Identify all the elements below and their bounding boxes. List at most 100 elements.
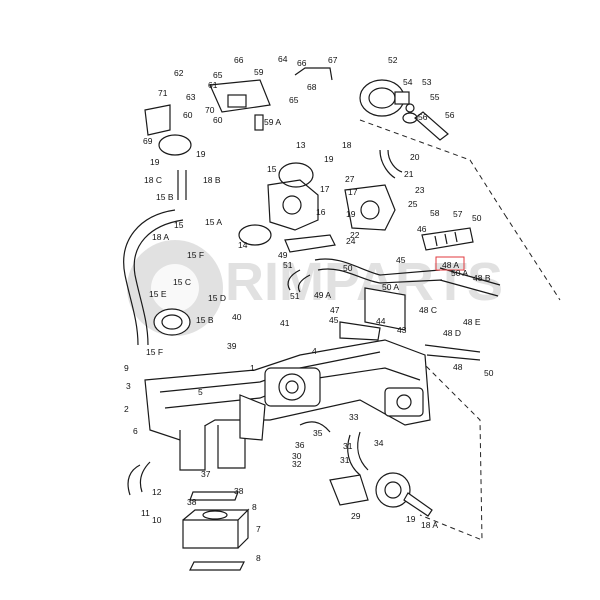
callout-31: 31	[340, 455, 350, 465]
callout-15: 15	[174, 220, 184, 230]
callout-48a: 48 A	[442, 260, 459, 270]
callout-15e: 15 E	[149, 289, 167, 299]
callout-19: 19	[196, 149, 206, 159]
callout-64: 64	[278, 54, 288, 64]
callout-51: 51	[283, 260, 293, 270]
callout-49: 49	[278, 250, 288, 260]
callout-50: 50	[472, 213, 482, 223]
callout-19: 19	[346, 209, 356, 219]
heat-exchanger	[182, 491, 250, 571]
callout-15: 15	[267, 164, 277, 174]
callout-20: 20	[410, 152, 420, 162]
callout-52: 52	[388, 55, 398, 65]
callout-54: 54	[403, 77, 413, 87]
upper-assembly	[209, 67, 403, 246]
dashed-route-right	[419, 359, 483, 541]
callout-60: 60	[183, 110, 193, 120]
callout-38: 38	[187, 497, 197, 507]
callout-15f: 15 F	[146, 347, 163, 357]
left-hoses	[123, 104, 192, 496]
callout-39: 39	[227, 341, 237, 351]
callout-16: 16	[316, 207, 326, 217]
callout-48b: 48 B	[473, 273, 491, 283]
callout-21: 21	[404, 169, 414, 179]
callout-29: 29	[351, 511, 361, 521]
callout-11: 11	[141, 508, 150, 518]
watermark: RIMPARTS	[127, 240, 503, 336]
callout-50: 50	[343, 263, 353, 273]
callout-63: 63	[186, 92, 196, 102]
callout-23: 23	[415, 185, 425, 195]
callout-61: 61	[208, 80, 218, 90]
callout-9: 9	[124, 363, 129, 373]
callout-65: 65	[213, 70, 223, 80]
callout-60: 60	[213, 115, 223, 125]
callout-15b: 15 B	[196, 315, 214, 325]
callout-4: 4	[312, 346, 317, 356]
callout-66: 66	[234, 55, 244, 65]
callout-5: 5	[198, 387, 203, 397]
callout-18: 18	[342, 140, 352, 150]
callout-53: 53	[422, 77, 432, 87]
callout-59a: 59 A	[264, 117, 281, 127]
callout-56: 56	[418, 112, 428, 122]
lower-pump	[299, 421, 433, 517]
callout-17: 17	[320, 184, 330, 194]
callout-18b: 18 B	[203, 175, 221, 185]
callout-58: 58	[430, 208, 440, 218]
callout-18c: 18 C	[144, 175, 162, 185]
callout-8: 8	[252, 502, 257, 512]
dashed-route-top	[359, 119, 561, 301]
callout-1: 1	[250, 363, 255, 373]
callout-34: 34	[374, 438, 384, 448]
callout-12: 12	[152, 487, 162, 497]
callout-6: 6	[133, 426, 138, 436]
callout-24: 24	[346, 236, 356, 246]
callout-41: 41	[280, 318, 290, 328]
callout-37: 37	[201, 469, 211, 479]
callout-15a: 15 A	[205, 217, 222, 227]
callout-38: 38	[234, 486, 244, 496]
callout-49a: 49 A	[314, 290, 331, 300]
callout-40: 40	[232, 312, 242, 322]
callout-3: 3	[126, 381, 131, 391]
callout-57: 57	[453, 209, 463, 219]
callout-15f: 15 F	[187, 250, 204, 260]
callout-17: 17	[348, 187, 358, 197]
callout-15b: 15 B	[156, 192, 174, 202]
callout-43: 43	[397, 325, 407, 335]
callout-22: 22	[350, 230, 360, 240]
callout-48e: 48 E	[463, 317, 481, 327]
callout-47: 47	[330, 305, 340, 315]
callout-18a: 18 A	[421, 520, 438, 530]
callout-51: 51	[290, 291, 300, 301]
callout-48c: 48 C	[419, 305, 437, 315]
callout-70: 70	[205, 105, 215, 115]
callout-18a: 18 A	[152, 232, 169, 242]
callout-67: 67	[328, 55, 338, 65]
callout-8: 8	[256, 553, 261, 563]
callout-13: 13	[296, 140, 306, 150]
callout-44: 44	[376, 316, 386, 326]
air-pump-group	[359, 79, 449, 141]
callout-10: 10	[152, 515, 162, 525]
callout-19: 19	[150, 157, 160, 167]
intake-frame	[144, 339, 431, 471]
callout-62: 62	[174, 68, 184, 78]
callout-33: 33	[349, 412, 359, 422]
callout-7: 7	[256, 524, 261, 534]
callout-45: 45	[396, 255, 406, 265]
callout-45: 45	[329, 315, 339, 325]
highlight-box	[435, 256, 465, 271]
callout-19: 19	[406, 514, 416, 524]
callout-35: 35	[313, 428, 323, 438]
right-hoses	[284, 227, 501, 361]
callout-2: 2	[124, 404, 129, 414]
callout-15d: 15 D	[208, 293, 226, 303]
callout-69: 69	[143, 136, 153, 146]
watermark-text: RIMPARTS	[225, 252, 503, 312]
callout-48: 48	[453, 362, 463, 372]
callout-50a: 50 A	[382, 282, 399, 292]
callout-46: 46	[417, 224, 427, 234]
